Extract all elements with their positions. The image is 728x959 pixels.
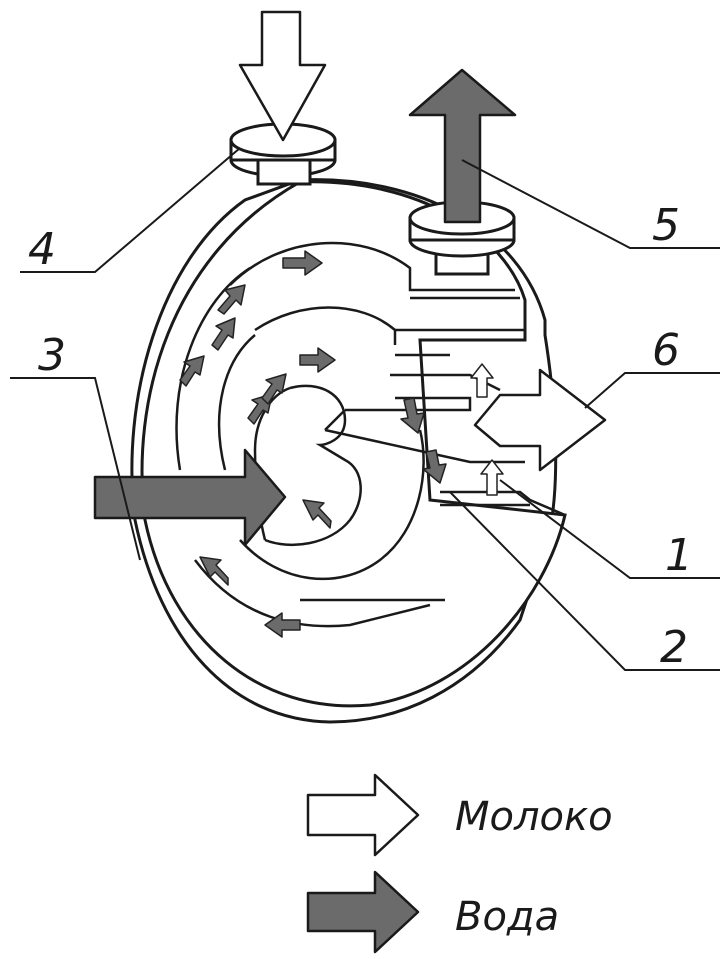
label-6: 6: [652, 325, 680, 376]
inlet-arrow-4: [240, 12, 325, 140]
legend-water-arrow: [308, 872, 418, 952]
legend-water-label: Вода: [455, 894, 559, 940]
legend-milk-label: Молоко: [455, 794, 613, 840]
label-2: 2: [660, 622, 688, 673]
exchanger-body: [132, 180, 565, 722]
label-4: 4: [28, 224, 56, 275]
label-5: 5: [652, 200, 680, 251]
legend: Молоко Вода: [308, 775, 613, 952]
label-1: 1: [665, 530, 693, 581]
legend-milk-arrow: [308, 775, 418, 855]
label-3: 3: [38, 330, 66, 381]
